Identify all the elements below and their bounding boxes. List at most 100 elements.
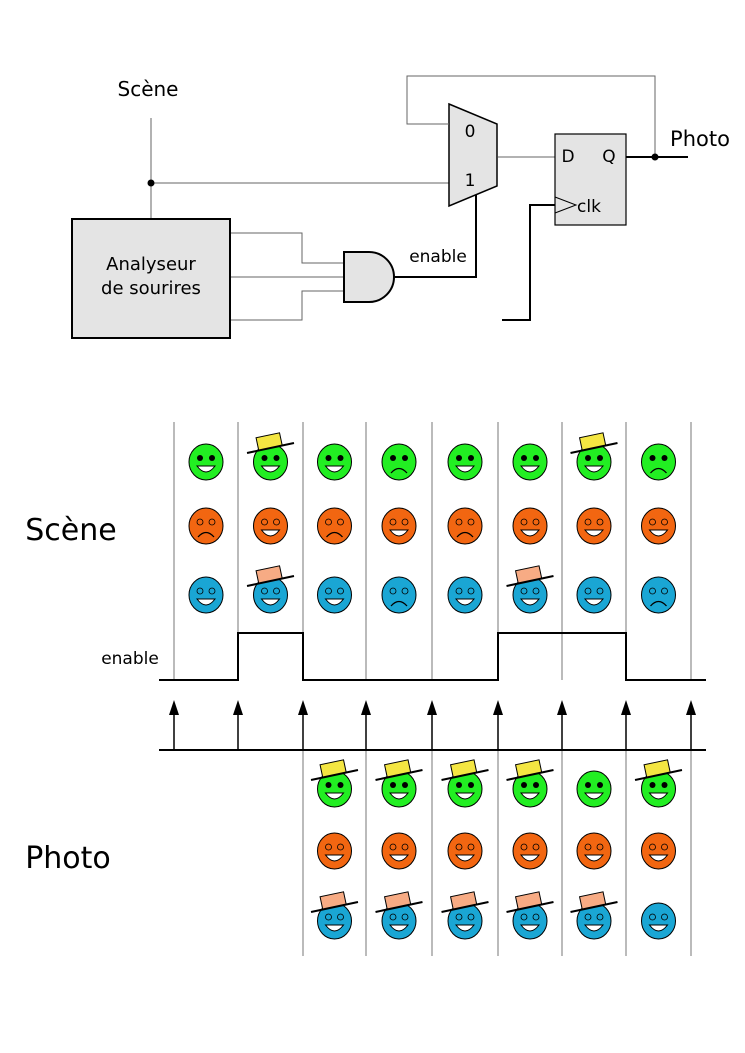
face-eye [337, 843, 344, 851]
face-eye [661, 518, 668, 526]
face-eye [584, 587, 592, 595]
face-eye [401, 587, 409, 595]
hat-brim [441, 769, 489, 781]
hat [375, 891, 423, 913]
face-eye [208, 587, 216, 595]
face-eye [325, 782, 332, 788]
face-smile [454, 792, 476, 800]
face-smile [260, 465, 281, 473]
smiley-face [641, 832, 676, 870]
face-eye [520, 587, 528, 595]
face-head [317, 443, 352, 481]
face-eye [325, 518, 332, 526]
face-head [576, 507, 612, 545]
face-eye [468, 455, 474, 461]
face-smile [195, 465, 217, 473]
face-head [641, 902, 676, 940]
smiley-face [375, 759, 423, 808]
face-head [512, 443, 548, 481]
smiley-face [634, 759, 683, 808]
face-eye [402, 782, 408, 788]
smiley-face [512, 832, 548, 870]
face-eye [325, 455, 332, 461]
face-smile [583, 792, 605, 800]
face-eye [196, 518, 204, 526]
face-eye [597, 455, 603, 461]
face-frown [650, 600, 667, 607]
smiley-face [506, 891, 554, 940]
face-eye [520, 913, 528, 921]
face-eye [401, 518, 409, 526]
face-eye [649, 843, 656, 851]
face-smile [583, 529, 605, 537]
hat-brim [375, 769, 423, 781]
smiley-face [641, 443, 676, 481]
smiley-face [317, 507, 352, 545]
smiley-face [246, 565, 295, 614]
face-head [188, 576, 224, 614]
face-eye [649, 782, 656, 788]
face-head [447, 576, 483, 614]
face-head [447, 832, 483, 870]
analyzer-output-1 [231, 232, 344, 264]
face-head [317, 832, 352, 870]
face-eye [455, 843, 463, 851]
smiley-face [512, 507, 548, 545]
hat-brim [506, 769, 554, 781]
face-eye [455, 587, 463, 595]
enable-waveform [159, 632, 706, 681]
flip-flop [554, 133, 627, 226]
smiley-face [641, 576, 676, 614]
hat [375, 759, 423, 781]
face-eye [325, 913, 332, 921]
face-eye [661, 455, 668, 461]
timing-photo-label: Photo [25, 841, 111, 876]
clock-input-triangle [554, 196, 578, 214]
hat-brim [506, 575, 554, 587]
smiley-face [576, 832, 612, 870]
face-smile [195, 598, 217, 606]
hat [246, 565, 295, 587]
face-smile [324, 854, 345, 862]
face-eye [584, 843, 592, 851]
clock-edge-arrow [169, 700, 179, 715]
smiley-face [506, 565, 554, 614]
face-head [317, 507, 352, 545]
face-head [447, 507, 483, 545]
smiley-face [253, 507, 288, 545]
clock-edge-arrow [427, 700, 437, 715]
face-eye [261, 455, 268, 461]
hat [506, 891, 554, 913]
face-smile [324, 465, 345, 473]
face-eye [596, 587, 604, 595]
smiley-face [381, 443, 417, 481]
photo-faces [310, 759, 683, 940]
face-eye [401, 843, 409, 851]
mux-input-0: 0 [465, 122, 476, 142]
face-smile [583, 924, 605, 932]
face-smile [519, 924, 541, 932]
face-eye [520, 518, 528, 526]
face-eye [209, 455, 215, 461]
face-smile [583, 598, 605, 606]
ff-clk-label: clk [577, 197, 601, 217]
face-smile [388, 529, 410, 537]
circuit-scene-label: Scène [118, 77, 179, 101]
face-eye [532, 913, 540, 921]
face-eye [261, 518, 268, 526]
face-eye [390, 782, 396, 788]
face-eye [532, 587, 540, 595]
smiley-face [441, 759, 489, 808]
analyzer-label-line1: Analyseur [106, 254, 196, 275]
face-eye [585, 782, 591, 788]
face-smile [519, 598, 541, 606]
face-smile [324, 598, 345, 606]
face-eye [596, 843, 604, 851]
face-eye [456, 782, 462, 788]
hat-brim [310, 901, 359, 913]
hat [441, 759, 489, 781]
smiley-face [375, 891, 423, 940]
smiley-face [576, 576, 612, 614]
face-head [381, 832, 417, 870]
face-head [641, 507, 676, 545]
